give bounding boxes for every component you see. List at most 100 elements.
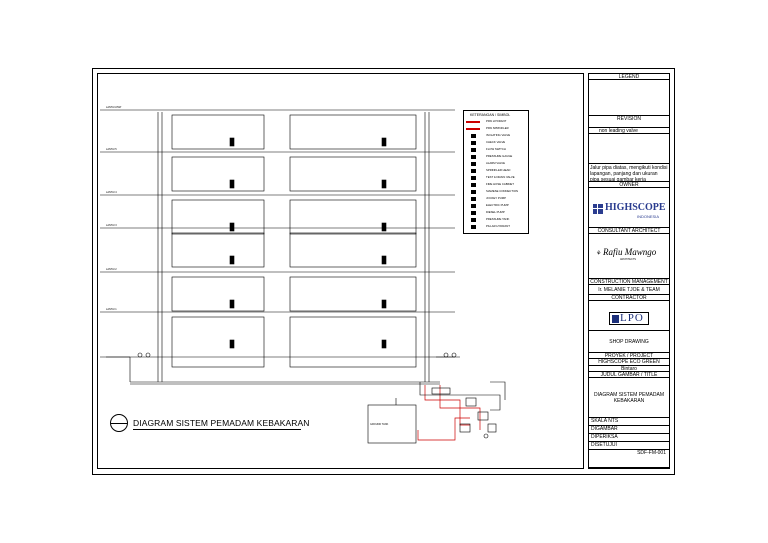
legend-item: SIAMESE CONNECTION	[466, 189, 528, 196]
legend-item: TEST & DRAIN VALVE	[466, 175, 528, 182]
svg-text:LANTAI 1: LANTAI 1	[106, 308, 117, 311]
legend-label: PRESSURE GAUGE	[486, 154, 513, 158]
legend-item: DIESEL PUMP	[466, 210, 528, 217]
valve-icon	[381, 255, 387, 265]
svg-text:LANTAI 2: LANTAI 2	[106, 268, 117, 271]
approved-row: DISETUJUI	[589, 442, 669, 450]
floor-branch-box	[289, 199, 417, 235]
legend-item: PRESSURE GAUGE	[466, 154, 528, 161]
legend-label: TEST & DRAIN VALVE	[486, 175, 515, 179]
scale-label: SKALA	[591, 418, 607, 424]
floor-branch-box	[289, 232, 417, 268]
legend-symbol	[466, 121, 480, 123]
valve-icon	[229, 255, 235, 265]
legend-item: PIPA SPRINKLER	[466, 126, 528, 133]
legend-item: PIPA HYDRANT	[466, 119, 528, 126]
drawing-sheet-border	[92, 68, 675, 475]
legend-label: ALARM VALVE	[486, 161, 506, 165]
legend-symbol	[471, 211, 476, 215]
revision-item: non leading valve	[589, 128, 669, 134]
consultant-label: CONSULTANT ARCHITECT	[589, 228, 669, 234]
consultant-logo-icon: ⚘	[596, 251, 602, 257]
legend-space	[589, 80, 669, 116]
project-location: Bintaro	[589, 366, 669, 372]
legend-symbol	[471, 218, 476, 222]
highscope-logo-text: HIGHSCOPE	[605, 202, 666, 213]
valve-icon	[381, 222, 387, 232]
contractor-logo-mark	[612, 315, 619, 323]
legend-symbol	[471, 190, 476, 194]
project-label: PROYEK / PROJECT	[589, 353, 669, 359]
valve-icon	[229, 222, 235, 232]
legend-symbol	[471, 155, 476, 159]
valve-icon	[381, 179, 387, 189]
floor-branch-box	[289, 156, 417, 192]
valve-icon	[229, 339, 235, 349]
legend-symbol	[471, 162, 476, 166]
legend-label: PIPA SPRINKLER	[486, 126, 509, 130]
legend-label: FLOW SWITCH	[486, 147, 506, 151]
scale-row: SKALA NTS	[589, 418, 669, 426]
contractor-logo-text: LPO	[620, 312, 644, 324]
legend-item: PRESSURE TANK	[466, 217, 528, 224]
title-block: LEGEND REVISION non leading valve Jalur …	[588, 73, 670, 469]
legend-symbol	[471, 183, 476, 187]
valve-icon	[381, 339, 387, 349]
valve-icon	[229, 179, 235, 189]
legend-symbol	[471, 225, 476, 229]
legend-label: SIAMESE CONNECTION	[486, 189, 519, 193]
title-underline	[133, 429, 301, 430]
valve-icon	[229, 137, 235, 147]
legend-title: KETERANGAN / SIMBOL	[470, 113, 511, 117]
legend-symbol	[471, 141, 476, 145]
title-reference-circle	[110, 414, 128, 432]
consultant-logo-sub: ARCHITECTS	[620, 258, 636, 261]
legend-label: CHECK VALVE	[486, 140, 506, 144]
legend-label: ISOLATING VALVE	[486, 133, 511, 137]
legend-item: ALARM VALVE	[466, 161, 528, 168]
highscope-logo-mark	[593, 204, 603, 214]
legend-symbol	[471, 204, 476, 208]
revision-label-text: REVISION	[617, 116, 641, 122]
highscope-logo-sub: INDONESIA	[637, 214, 660, 219]
legend-item: ELECTRIC PUMP	[466, 203, 528, 210]
owner-label: OWNER	[589, 182, 669, 188]
legend-label: ELECTRIC PUMP	[486, 203, 509, 207]
svg-text:LANTAI 5: LANTAI 5	[106, 148, 117, 151]
legend-symbol	[466, 128, 480, 130]
legend-label: SPRINKLER HEAD	[486, 168, 511, 172]
drawn-row: DIGAMBAR	[589, 426, 669, 434]
legend-symbol	[471, 134, 476, 138]
consultant-logo-area	[589, 234, 669, 279]
svg-text:GROUND TANK: GROUND TANK	[370, 423, 389, 426]
svg-text:LANTAI ATAP: LANTAI ATAP	[106, 106, 122, 109]
legend-label: LEGEND	[589, 74, 669, 80]
svg-text:LANTAI 4: LANTAI 4	[106, 191, 117, 194]
floor-branch-box	[171, 156, 265, 192]
legend-label: PRESSURE TANK	[486, 217, 510, 221]
floor-branch-box	[289, 276, 417, 312]
title-block-note: Jalur pipa diatas, mengikuti kondisi lap…	[589, 165, 669, 182]
legend-symbol	[471, 148, 476, 152]
consultant-logo: Rafiu Mawngo	[603, 247, 657, 257]
drawing-title: DIAGRAM SISTEM PEMADAM KEBAKARAN	[133, 418, 310, 428]
valve-icon	[229, 299, 235, 309]
legend-label: DIESEL PUMP	[486, 210, 505, 214]
legend-symbol	[471, 197, 476, 201]
cm-name: Ir. MELANIE TJOE & TEAM	[589, 285, 669, 295]
highscope-logo: HIGHSCOPE INDONESIA	[593, 200, 667, 222]
drawing-title-label: JUDUL GAMBAR / TITLE	[589, 372, 669, 378]
contractor-logo-area	[589, 301, 669, 331]
legend-label: JOCKEY PUMP	[486, 196, 506, 200]
legend-item: ISOLATING VALVE	[466, 133, 528, 140]
valve-icon	[381, 137, 387, 147]
cm-label: CONSTRUCTION MANAGEMENT	[589, 279, 669, 285]
drawing-title-cell: DIAGRAM SISTEM PEMADAM KEBAKARAN	[589, 378, 669, 418]
legend-item: FIRE HOSE CABINET	[466, 182, 528, 189]
floor-branch-box	[171, 276, 265, 312]
floor-branch-box	[289, 114, 417, 150]
legend-item: SPRINKLER HEAD	[466, 168, 528, 175]
legend-item: CHECK VALVE	[466, 140, 528, 147]
